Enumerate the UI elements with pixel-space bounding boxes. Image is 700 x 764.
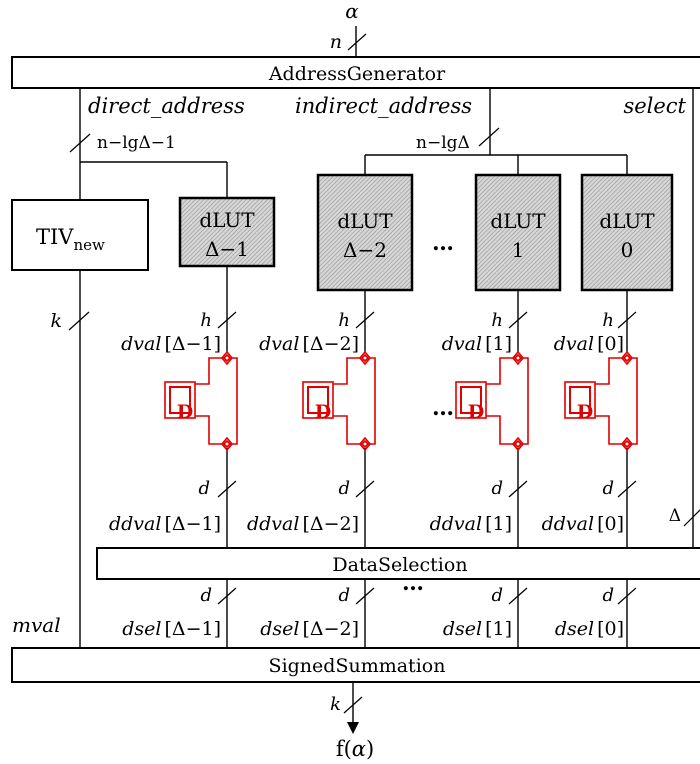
- tiv-width-label: k: [50, 310, 62, 332]
- column-0: h dval[0] D d ddval[0] d dsel[0]: [542, 290, 638, 648]
- dlut-label-line2: Δ−2: [343, 238, 387, 262]
- select-bus-tick: [683, 509, 700, 527]
- dval-label: dval[Δ−1]: [121, 333, 221, 355]
- dlut-label-line1: dLUT: [337, 209, 393, 233]
- direct-bus-tick: [69, 133, 91, 153]
- ddval-label: ddval[Δ−1]: [109, 513, 221, 535]
- data-selection-label: DataSelection: [332, 554, 467, 576]
- input-bus-tick: [347, 33, 367, 51]
- ff-ellipsis: …: [432, 395, 454, 421]
- dff-label: D: [315, 401, 331, 423]
- input-width-label: n: [330, 31, 342, 53]
- dsel-label: dsel[Δ−1]: [122, 618, 221, 640]
- h-width-label: h: [200, 310, 212, 331]
- tiv-subscript: new: [73, 236, 105, 254]
- tiv-label: TIVnew: [36, 225, 105, 254]
- signed-summation-label: SignedSummation: [269, 655, 446, 677]
- indirect-address-label: indirect_address: [295, 94, 472, 118]
- select-width-label: Δ: [669, 506, 681, 526]
- dlut-label-line1: dLUT: [199, 208, 255, 232]
- tiv-new-block: [11, 199, 149, 271]
- dlut-label-line2: 1: [512, 238, 525, 262]
- d-width-label: d: [338, 478, 350, 499]
- dsel-label: dsel[0]: [555, 618, 624, 640]
- d-width-label: d: [198, 478, 210, 499]
- address-generator-block: [11, 56, 700, 89]
- indirect-width-label: n−lgΔ: [416, 133, 470, 153]
- direct-width-label: n−lgΔ−1: [97, 133, 176, 153]
- indirect-bus-tick: [478, 127, 500, 147]
- tiv-bus-tick: [68, 311, 90, 331]
- direct-address-label: direct_address: [88, 94, 245, 118]
- mval-label: mval: [12, 613, 61, 637]
- dval-label: dval[Δ−2]: [259, 333, 359, 355]
- dff-label: D: [577, 401, 593, 423]
- dlut-label-line1: dLUT: [490, 209, 546, 233]
- output-bus-tick: [343, 696, 363, 714]
- output-width-label: k: [330, 694, 341, 715]
- dlut-label-line1: dLUT: [599, 209, 655, 233]
- select-label: select: [623, 94, 686, 118]
- ddval-label: ddval[Δ−2]: [247, 513, 359, 535]
- column-1: h dval[1] D d ddval[1] d dsel[1]: [430, 290, 529, 648]
- ddval-label: ddval[1]: [430, 513, 512, 535]
- h-width-label: h: [491, 310, 503, 331]
- d-width-label: d: [491, 585, 503, 606]
- dff-label: D: [468, 401, 484, 423]
- column-delta-minus-1: h dval[Δ−1] D d ddval[Δ−1] d dsel[Δ−1]: [109, 266, 238, 648]
- output-function-label: f(α): [336, 737, 374, 761]
- dlut-label-line2: 0: [621, 238, 634, 262]
- dsel-label: dsel[Δ−2]: [260, 618, 359, 640]
- output-arrowhead: [347, 722, 359, 734]
- d-width-label: d: [200, 585, 212, 606]
- d-width-label: d: [602, 585, 614, 606]
- dval-label: dval[0]: [554, 333, 624, 355]
- dval-label: dval[1]: [442, 333, 512, 355]
- lut-ellipsis: …: [432, 230, 454, 256]
- dff-label: D: [177, 401, 193, 423]
- address-generator-label: AddressGenerator: [268, 63, 446, 85]
- d-width-label: d: [602, 478, 614, 499]
- ddval-label: ddval[0]: [542, 513, 624, 535]
- d-width-label: d: [338, 585, 350, 606]
- dlut-block-delta-minus-2: [316, 173, 414, 292]
- dsel-label: dsel[1]: [443, 618, 512, 640]
- d-width-label: d: [491, 478, 503, 499]
- h-width-label: h: [602, 310, 614, 331]
- input-alpha: α: [345, 0, 359, 23]
- column-delta-minus-2: h dval[Δ−2] D d ddval[Δ−2] d dsel[Δ−2]: [247, 290, 376, 648]
- signed-summation-block: [11, 647, 700, 683]
- data-selection-block: [96, 547, 700, 580]
- h-width-label: h: [338, 310, 350, 331]
- dlut-label-line2: Δ−1: [205, 237, 249, 261]
